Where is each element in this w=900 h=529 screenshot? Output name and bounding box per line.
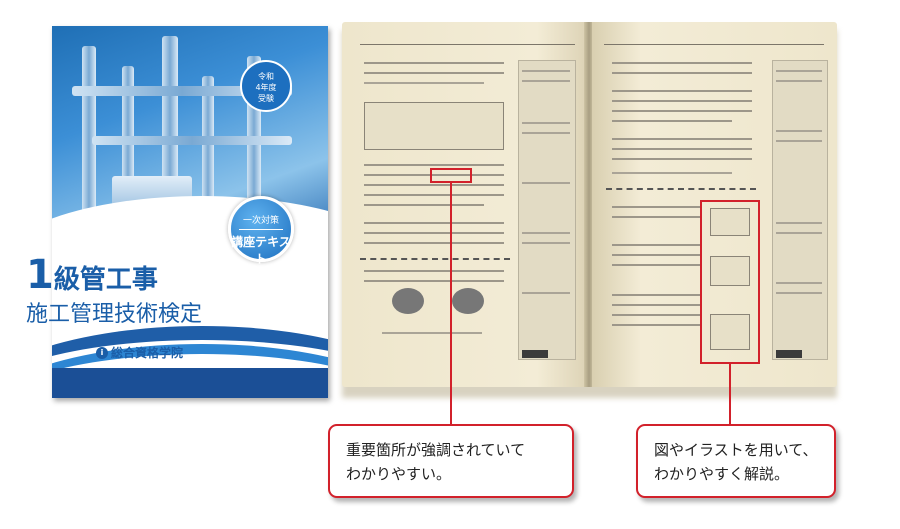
callout-emphasis-line1: 重要箇所が強調されていて — [346, 441, 526, 459]
open-textbook — [342, 22, 837, 398]
course-badge-line1: 一次対策 — [242, 216, 279, 226]
callout-emphasis: 重要箇所が強調されていて わかりやすい。 — [328, 424, 574, 498]
year-badge-line2: 4年度 — [255, 83, 277, 92]
year-badge-line3: 受験 — [258, 94, 274, 103]
callout-illustrations-line1: 図やイラストを用いて、 — [654, 441, 818, 459]
right-page — [592, 22, 837, 387]
year-badge: 令和 4年度 受験 — [240, 60, 292, 112]
connector-line-1 — [450, 183, 452, 424]
year-badge-line1: 令和 — [258, 72, 274, 81]
highlight-emphasis — [430, 168, 472, 183]
book-title-text: 級管工事 — [53, 265, 158, 295]
publisher-name: 総合資格学院 — [111, 346, 184, 360]
book-title-number: 1 — [26, 252, 54, 298]
publisher: i 総合資格学院 — [96, 344, 183, 361]
left-page — [342, 22, 586, 387]
publisher-logo-icon: i — [96, 346, 108, 359]
book-spine — [584, 22, 594, 387]
book-subtitle: 施工管理技術検定 — [26, 302, 203, 327]
connector-line-2 — [729, 364, 731, 424]
cover-bottom-band — [52, 368, 328, 398]
cover-light-wave — [52, 344, 328, 398]
course-badge-line2: 講座テキスト — [231, 235, 291, 266]
highlight-illustrations — [700, 200, 760, 364]
callout-illustrations: 図やイラストを用いて、 わかりやすく解説。 — [636, 424, 836, 498]
course-badge: 一次対策 講座テキスト — [228, 196, 294, 266]
callout-illustrations-line2: わかりやすく解説。 — [654, 465, 790, 483]
callout-emphasis-line2: わかりやすい。 — [346, 465, 452, 483]
book-title: 1級管工事 — [26, 252, 158, 298]
